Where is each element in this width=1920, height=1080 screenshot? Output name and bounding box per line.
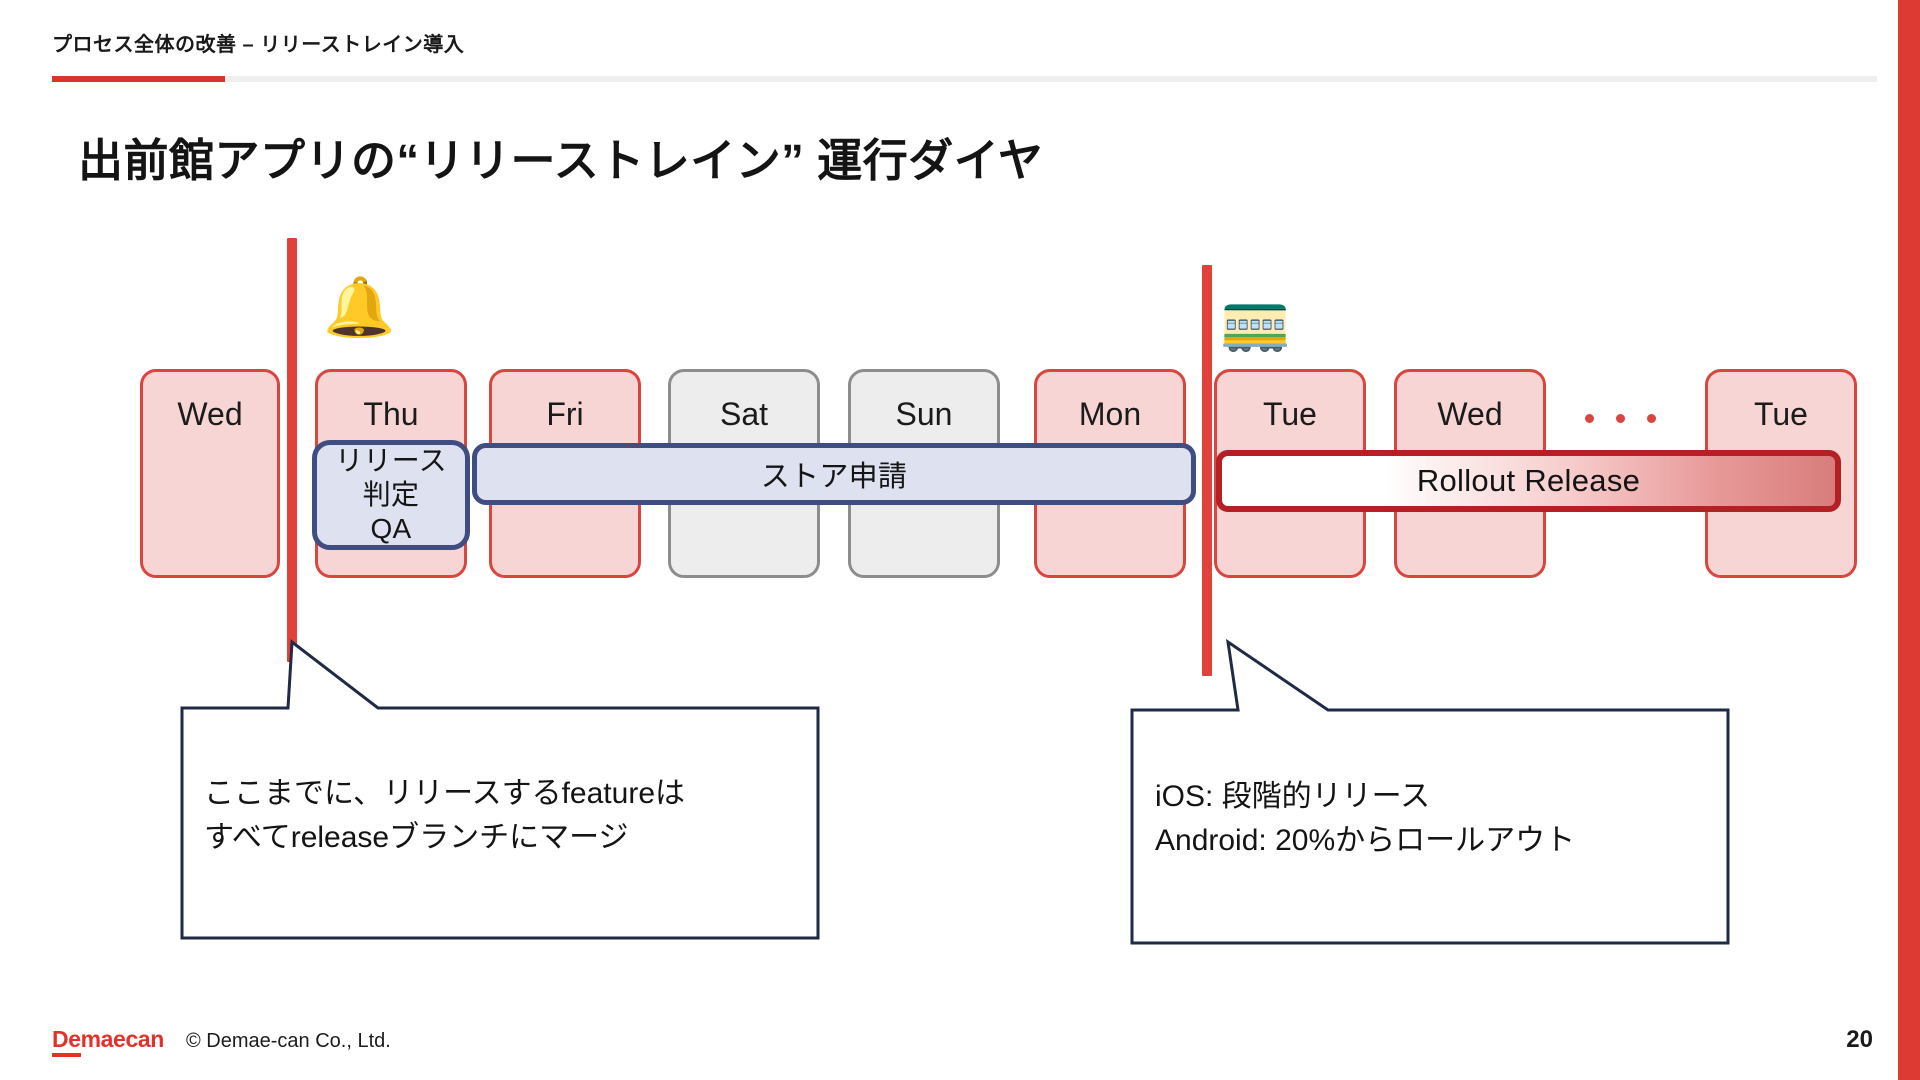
slide-eyebrow-title: プロセス全体の改善 – リリーストレイン導入 xyxy=(52,34,465,56)
day-label: Sat xyxy=(719,396,769,432)
rollout-policy-callout[interactable]: iOS: 段階的リリース Android: 20%からロールアウト xyxy=(1130,638,1730,945)
ellipsis-dot xyxy=(1585,414,1594,423)
demaecan-logo-prefix: De xyxy=(52,1026,81,1057)
merge-deadline-callout[interactable]: ここまでに、リリースするfeatureは すべてreleaseブランチにマージ xyxy=(180,639,820,940)
rollout-release-bar[interactable]: Rollout Release xyxy=(1216,450,1841,512)
merge-deadline-callout-text: ここまでに、リリースするfeatureは すべてreleaseブランチにマージ xyxy=(204,777,685,854)
day-label: Tue xyxy=(1754,396,1808,432)
page-title: 出前館アプリの“リリーストレイン” 運行ダイヤ xyxy=(78,135,1044,186)
right-edge-accent-bar xyxy=(1898,0,1920,1080)
qa-bar-line-1: リリース xyxy=(335,444,447,476)
day-label: Wed xyxy=(1437,396,1503,432)
code-freeze-marker-line xyxy=(287,238,297,662)
day-label: Sun xyxy=(895,396,953,432)
copyright-text: © Demae-can Co., Ltd. xyxy=(186,1030,391,1052)
timeline-ellipsis xyxy=(1585,414,1656,423)
qa-bar-line-3: QA xyxy=(370,513,412,545)
day-card-wed-1[interactable]: Wed xyxy=(140,369,280,578)
rollout-bar-label: Rollout Release xyxy=(1416,463,1641,498)
rollout-policy-callout-text: iOS: 段階的リリース Android: 20%からロールアウト xyxy=(1155,780,1576,857)
page-number: 20 xyxy=(1846,1026,1873,1053)
release-train-marker-line xyxy=(1202,265,1212,676)
store-bar-label: ストア申請 xyxy=(760,461,908,493)
demaecan-logo: Demaecan xyxy=(52,1026,165,1057)
rollout-policy-callout-shape xyxy=(1130,638,1730,945)
day-label: Thu xyxy=(363,396,419,432)
ellipsis-dot xyxy=(1616,414,1625,423)
qa-bar-line-2: 判定 xyxy=(362,478,420,510)
train-car-icon: 🚃 xyxy=(1219,288,1292,353)
demaecan-logo-rest: maecan xyxy=(80,1026,165,1052)
header-divider-accent xyxy=(52,76,225,82)
header-divider xyxy=(52,76,1877,82)
ellipsis-dot xyxy=(1647,414,1656,423)
day-label: Wed xyxy=(177,396,243,432)
day-label: Tue xyxy=(1263,396,1317,432)
merge-deadline-callout-shape xyxy=(180,639,820,940)
qa-decision-bar[interactable]: リリース 判定 QA xyxy=(312,440,470,550)
bell-icon: 🔔 xyxy=(323,275,396,340)
day-label: Mon xyxy=(1078,396,1142,432)
store-submission-bar[interactable]: ストア申請 xyxy=(472,443,1196,505)
day-label: Fri xyxy=(546,396,584,432)
